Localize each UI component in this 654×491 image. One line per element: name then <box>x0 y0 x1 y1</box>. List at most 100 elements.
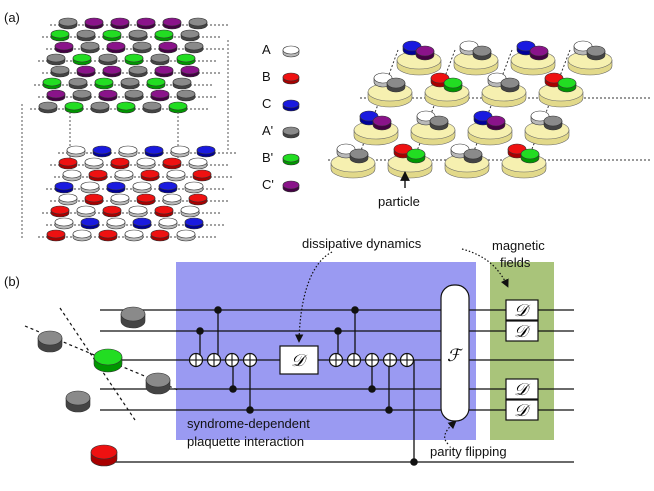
lattice-disc <box>76 65 96 78</box>
lattice-disc <box>54 41 74 54</box>
cnot-target <box>206 352 222 368</box>
particle-annotation: particle <box>378 171 420 209</box>
plaquette <box>330 143 376 179</box>
plaquette <box>510 40 556 76</box>
plaquette-disc <box>500 77 520 93</box>
legend-label: B <box>262 69 271 84</box>
lattice-disc <box>154 205 174 218</box>
lattice-disc <box>176 89 196 102</box>
lattice-disc <box>90 101 110 114</box>
lattice-disc <box>188 157 208 170</box>
plaquette-disc <box>349 148 369 164</box>
plaquette-disc <box>516 40 536 56</box>
control-dot <box>214 306 222 314</box>
lattice-disc <box>98 89 118 102</box>
cnot-target <box>399 352 415 368</box>
lattice-disc <box>128 65 148 78</box>
legend-disc <box>282 153 300 166</box>
legend-label: A' <box>262 123 273 138</box>
plaquette <box>538 72 584 108</box>
lattice-disc <box>176 229 196 242</box>
lattice-disc <box>84 157 104 170</box>
lattice-disc <box>66 145 86 158</box>
lattice-disc <box>110 157 130 170</box>
legend-disc <box>282 72 300 85</box>
lattice-disc <box>58 193 78 206</box>
magnetic-field-gate: 𝒟 <box>505 378 539 400</box>
lattice-disc <box>80 217 100 230</box>
plaquette <box>353 110 399 146</box>
lattice-disc <box>180 29 200 42</box>
lattice-disc <box>180 205 200 218</box>
plaquette <box>387 143 433 179</box>
lattice-disc <box>184 41 204 54</box>
lattice-disc <box>158 181 178 194</box>
lattice-disc <box>168 101 188 114</box>
lattice-disc <box>132 217 152 230</box>
fields-label: fields <box>500 255 531 270</box>
lattice-disc <box>62 169 82 182</box>
lattice-disc <box>46 53 66 66</box>
plaquette <box>396 40 442 76</box>
legend-disc <box>282 99 300 112</box>
control-dot <box>368 385 376 393</box>
legend-label: A <box>262 42 271 57</box>
lattice-disc <box>188 17 208 30</box>
syndrome-label: syndrome-dependent <box>187 416 310 431</box>
lattice-disc <box>50 205 70 218</box>
parity-flip-gate: ℱ <box>440 284 470 422</box>
control-dot <box>351 306 359 314</box>
plaquette-disc <box>586 45 606 61</box>
plaquette <box>410 110 456 146</box>
svg-text:𝒟: 𝒟 <box>514 380 531 400</box>
lattice-disc <box>116 101 136 114</box>
lattice-disc <box>154 65 174 78</box>
lattice-disc <box>42 77 62 90</box>
lattice-disc <box>54 217 74 230</box>
lattice-disc <box>94 77 114 90</box>
lattice-disc <box>170 145 190 158</box>
magnetic-field-gate: 𝒟 <box>505 399 539 421</box>
lattice-disc <box>150 89 170 102</box>
parity-arrow <box>444 420 457 445</box>
lattice-disc <box>144 145 164 158</box>
lattice-disc <box>68 77 88 90</box>
lattice-disc <box>76 29 96 42</box>
legend-disc <box>282 180 300 193</box>
lattice-disc <box>118 145 138 158</box>
plaquette <box>481 72 527 108</box>
legend-label: C <box>262 96 271 111</box>
lattice-disc <box>162 17 182 30</box>
dissipative-arrow <box>294 251 333 343</box>
lattice-disc <box>50 65 70 78</box>
circuit-gates <box>188 306 418 466</box>
lattice-disc <box>76 205 96 218</box>
magnetic-label: magnetic <box>492 238 545 253</box>
lattice-disc <box>46 229 66 242</box>
lattice-disc <box>80 181 100 194</box>
plaquette-disc <box>430 72 450 88</box>
lattice-disc <box>150 229 170 242</box>
lattice-disc <box>72 229 92 242</box>
control-dot <box>196 327 204 335</box>
legend-label: C' <box>262 177 274 192</box>
lattice-disc <box>114 169 134 182</box>
plaquette-disc <box>386 77 406 93</box>
particle-disc-green <box>93 348 123 373</box>
svg-text:𝒟: 𝒟 <box>514 322 531 342</box>
lattice-disc <box>184 181 204 194</box>
lattice-disc <box>106 41 126 54</box>
lattice-disc <box>124 53 144 66</box>
lattice-disc <box>150 53 170 66</box>
svg-text:𝒟: 𝒟 <box>514 301 531 321</box>
lattice-disc <box>72 53 92 66</box>
lattice-disc <box>102 205 122 218</box>
lattice-disc <box>124 229 144 242</box>
lattice-disc <box>162 157 182 170</box>
plaquette-interaction-box <box>176 262 476 440</box>
lattice-disc <box>46 89 66 102</box>
lattice-disc <box>192 169 212 182</box>
lattice-disc <box>142 101 162 114</box>
particle-disc-gray <box>37 330 63 353</box>
